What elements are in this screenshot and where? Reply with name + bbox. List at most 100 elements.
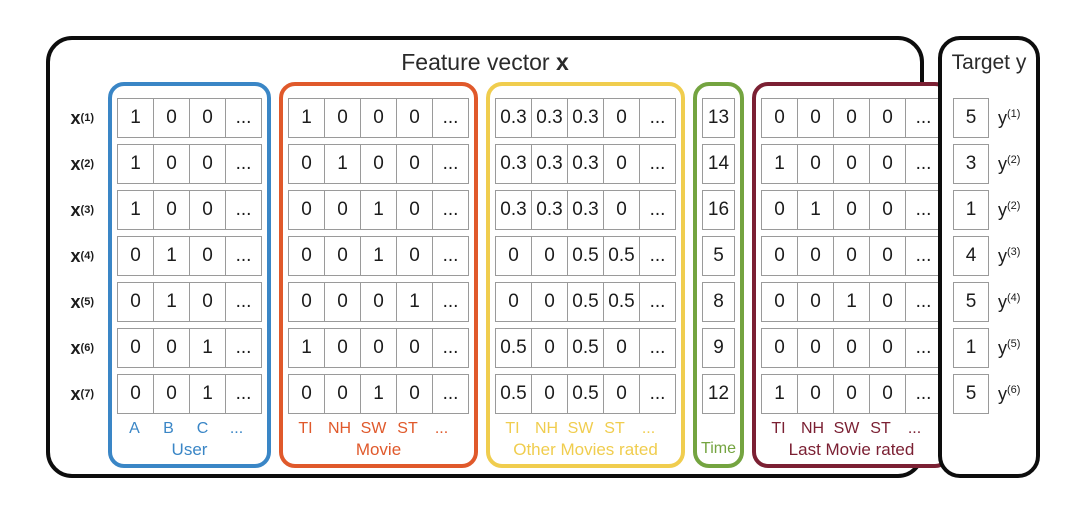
feature-cell: 0 <box>869 374 906 414</box>
feature-cell: ... <box>905 190 942 230</box>
feature-cell: 0 <box>189 236 226 276</box>
feature-cell: 0 <box>153 328 190 368</box>
feature-cell: 0 <box>360 328 397 368</box>
feature-cell: ... <box>432 190 469 230</box>
feature-cell: 0 <box>603 98 640 138</box>
feature-cell: 1 <box>833 282 870 322</box>
feature-cell: 1 <box>797 190 834 230</box>
feature-cell: 0 <box>117 282 154 322</box>
target-value-box: 5 <box>953 374 989 414</box>
row-label-base: x <box>70 291 81 312</box>
feature-cell: 1 <box>288 328 325 368</box>
feature-cell: 0 <box>833 236 870 276</box>
feature-cell: ... <box>639 144 676 184</box>
feature-cell: 0.3 <box>531 190 568 230</box>
feature-row-segment: 9 <box>702 328 735 368</box>
feature-cell: 0 <box>324 328 361 368</box>
feature-cell: 0.5 <box>603 236 640 276</box>
feature-cell: 0 <box>360 98 397 138</box>
group-name: Time <box>701 440 736 457</box>
feature-cell: 0.5 <box>567 236 604 276</box>
feature-cell: 1 <box>153 236 190 276</box>
feature-cell: 0.3 <box>567 144 604 184</box>
target-value-box: 1 <box>953 328 989 368</box>
feature-cell: 0.3 <box>567 190 604 230</box>
feature-cell: 0 <box>869 144 906 184</box>
group-name: User <box>171 440 208 459</box>
target-label-sup: (1) <box>1007 107 1021 120</box>
feature-cell: 0 <box>360 144 397 184</box>
feature-cell: ... <box>905 236 942 276</box>
feature-row-segment: 14 <box>702 144 735 184</box>
feature-cell: ... <box>432 98 469 138</box>
row-label: x(6) <box>70 337 94 358</box>
feature-cell: 0 <box>288 236 325 276</box>
row-label: x(4) <box>70 245 94 266</box>
feature-cell: 0 <box>495 236 532 276</box>
feature-cell: 0.3 <box>567 98 604 138</box>
feature-cell: 0 <box>288 282 325 322</box>
row-label: x(7) <box>70 383 94 404</box>
feature-cell: 0.3 <box>495 144 532 184</box>
feature-cell: 0 <box>869 328 906 368</box>
feature-cell: 0 <box>869 98 906 138</box>
row-label-base: x <box>70 107 81 128</box>
feature-cell: 0.3 <box>531 98 568 138</box>
target-title: Target y <box>951 51 1027 74</box>
feature-cell: ... <box>432 374 469 414</box>
feature-cell: 0 <box>153 190 190 230</box>
column-labels <box>702 420 735 440</box>
feature-cell: 1 <box>396 282 433 322</box>
target-value-box: 5 <box>953 98 989 138</box>
target-label-base: y <box>998 337 1007 358</box>
target-label: y(2) <box>998 154 1020 175</box>
feature-cell: ... <box>225 98 262 138</box>
feature-row-segment: 13 <box>702 98 735 138</box>
row-label-base: x <box>70 383 81 404</box>
feature-cell: 0 <box>396 98 433 138</box>
feature-cell: 0 <box>531 282 568 322</box>
feature-cell: 0 <box>189 190 226 230</box>
feature-cell: 0 <box>761 282 798 322</box>
target-label-base: y <box>998 107 1007 128</box>
title-x-symbol: x <box>555 49 569 75</box>
column-label: A <box>129 420 140 437</box>
feature-cell: 0 <box>288 144 325 184</box>
feature-cell: 0.3 <box>531 144 568 184</box>
feature-cell: 1 <box>117 98 154 138</box>
column-label: C <box>196 420 209 437</box>
row-label: x(1) <box>70 107 94 128</box>
row-label: x(5) <box>70 291 94 312</box>
feature-cell: 5 <box>702 236 735 276</box>
row-label: x(2) <box>70 153 94 174</box>
feature-cell: ... <box>639 282 676 322</box>
feature-cell: 0 <box>396 190 433 230</box>
feature-cell: ... <box>905 374 942 414</box>
feature-cell: ... <box>225 282 262 322</box>
feature-row-segment: 8 <box>702 282 735 322</box>
row-label-base: x <box>70 153 81 174</box>
feature-cell: 1 <box>189 328 226 368</box>
feature-row-segment: 12 <box>702 374 735 414</box>
feature-cell: ... <box>639 328 676 368</box>
row-label-base: x <box>70 199 81 220</box>
column-label: ST <box>870 420 891 437</box>
feature-cell: ... <box>639 236 676 276</box>
